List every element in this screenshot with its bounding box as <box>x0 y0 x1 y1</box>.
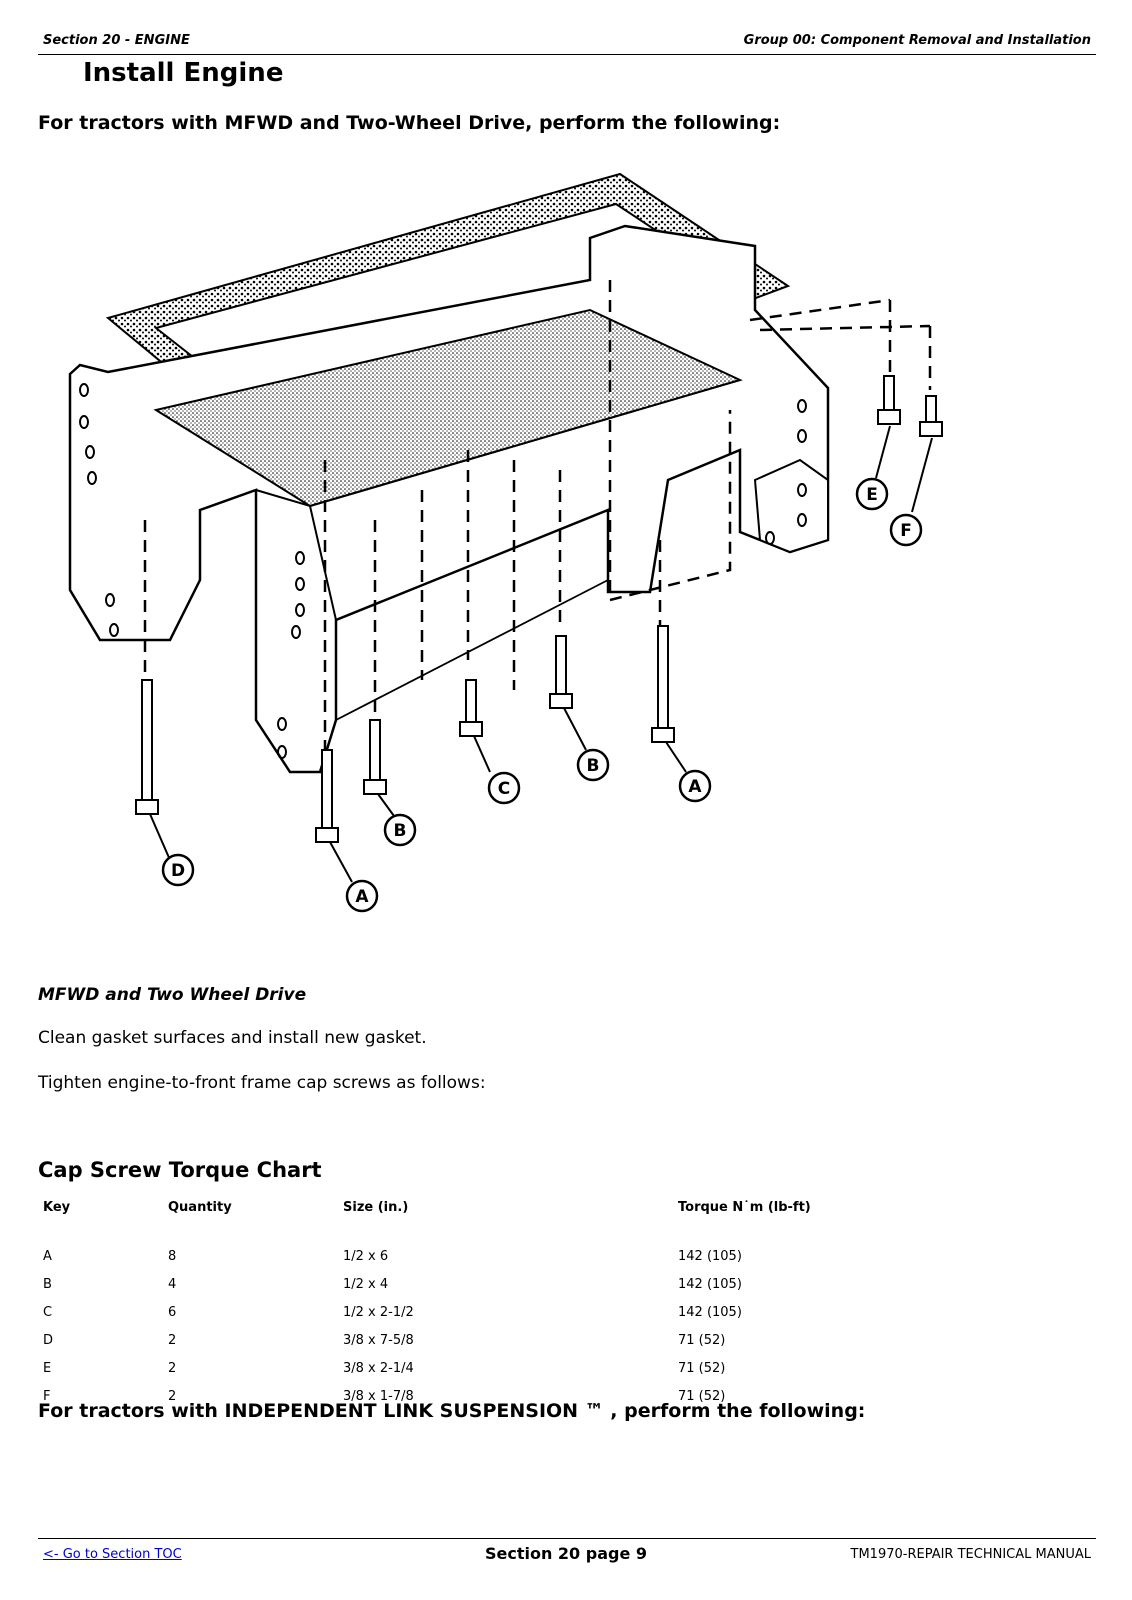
svg-text:B: B <box>394 821 407 841</box>
callout-E: E <box>855 477 889 511</box>
table-row: F 2 3/8 x 1-7/8 71 (52) <box>38 1382 998 1410</box>
cell-size: 1/2 x 6 <box>343 1248 389 1264</box>
svg-text:A: A <box>355 887 369 907</box>
callout-D: D <box>161 853 195 887</box>
cell-quantity: 2 <box>168 1388 177 1404</box>
engine-frame-illustration: A B C B A D E F <box>68 172 943 913</box>
col-key: Key <box>43 1200 71 1215</box>
cell-quantity: 2 <box>168 1360 177 1376</box>
header-section: Section 20 - ENGINE <box>43 33 190 48</box>
alignment-lines <box>143 280 932 750</box>
callout-A-left: A <box>345 879 379 913</box>
cell-torque: 71 (52) <box>678 1332 726 1348</box>
table-row: C 6 1/2 x 2-1/2 142 (105) <box>38 1298 998 1326</box>
cap-screws <box>135 375 943 843</box>
cell-size: 1/2 x 2-1/2 <box>343 1304 414 1320</box>
cell-quantity: 6 <box>168 1304 177 1320</box>
header-rule <box>38 54 1096 55</box>
torque-chart-title: Cap Screw Torque Chart <box>38 1158 322 1182</box>
svg-text:E: E <box>866 485 878 505</box>
col-quantity: Quantity <box>168 1200 232 1215</box>
frame-bolt-holes <box>79 383 807 759</box>
page-number: Section 20 page 9 <box>484 1544 648 1563</box>
step-tighten-screws: Tighten engine-to-front frame cap screws… <box>38 1073 486 1093</box>
table-header-row: Key Quantity Size (in.) Torque N˙m (lb-f… <box>38 1200 998 1230</box>
col-size: Size (in.) <box>343 1200 409 1215</box>
cell-torque: 142 (105) <box>678 1276 742 1292</box>
cell-torque: 142 (105) <box>678 1304 742 1320</box>
callouts: A B C B A D E F <box>161 477 923 913</box>
cell-quantity: 8 <box>168 1248 177 1264</box>
cell-torque: 71 (52) <box>678 1360 726 1376</box>
callout-C: C <box>487 771 521 805</box>
svg-text:B: B <box>587 756 600 776</box>
callout-B-left: B <box>383 813 417 847</box>
ils-heading: For tractors with INDEPENDENT LINK SUSPE… <box>38 1400 866 1422</box>
table-row: A 8 1/2 x 6 142 (105) <box>38 1242 998 1270</box>
callout-F: F <box>889 513 923 547</box>
callout-B-right: B <box>576 748 610 782</box>
callout-leaders <box>149 425 933 883</box>
cell-size: 1/2 x 4 <box>343 1276 389 1292</box>
header-group: Group 00: Component Removal and Installa… <box>743 33 1091 48</box>
cell-quantity: 2 <box>168 1332 177 1348</box>
cell-torque: 142 (105) <box>678 1248 742 1264</box>
page-title: Install Engine <box>83 58 284 88</box>
svg-text:D: D <box>171 861 185 881</box>
cell-key: A <box>43 1248 52 1264</box>
manual-id: TM1970-REPAIR TECHNICAL MANUAL <box>850 1547 1091 1562</box>
cell-size: 3/8 x 2-1/4 <box>343 1360 414 1376</box>
step-clean-gasket: Clean gasket surfaces and install new ga… <box>38 1028 427 1048</box>
section-toc-link[interactable]: <- Go to Section TOC <box>43 1547 182 1562</box>
frame <box>68 224 830 774</box>
col-torque: Torque N˙m (lb-ft) <box>678 1200 811 1215</box>
cell-quantity: 4 <box>168 1276 177 1292</box>
svg-text:C: C <box>498 779 510 799</box>
cell-key: F <box>43 1388 51 1404</box>
svg-text:F: F <box>900 521 912 541</box>
cell-key: E <box>43 1360 52 1376</box>
cell-size: 3/8 x 7-5/8 <box>343 1332 414 1348</box>
figure-caption: MFWD and Two Wheel Drive <box>38 985 307 1005</box>
table-row: B 4 1/2 x 4 142 (105) <box>38 1270 998 1298</box>
svg-text:A: A <box>688 777 702 797</box>
cell-key: C <box>43 1304 53 1320</box>
footer-rule <box>38 1538 1096 1539</box>
callout-A-right: A <box>678 769 712 803</box>
torque-table: Key Quantity Size (in.) Torque N˙m (lb-f… <box>38 1200 998 1410</box>
intro-heading: For tractors with MFWD and Two-Wheel Dri… <box>38 112 781 134</box>
table-row: D 2 3/8 x 7-5/8 71 (52) <box>38 1326 998 1354</box>
cell-key: B <box>43 1276 52 1292</box>
cell-key: D <box>43 1332 54 1348</box>
table-row: E 2 3/8 x 2-1/4 71 (52) <box>38 1354 998 1382</box>
cell-torque: 71 (52) <box>678 1388 726 1404</box>
cell-size: 3/8 x 1-7/8 <box>343 1388 414 1404</box>
